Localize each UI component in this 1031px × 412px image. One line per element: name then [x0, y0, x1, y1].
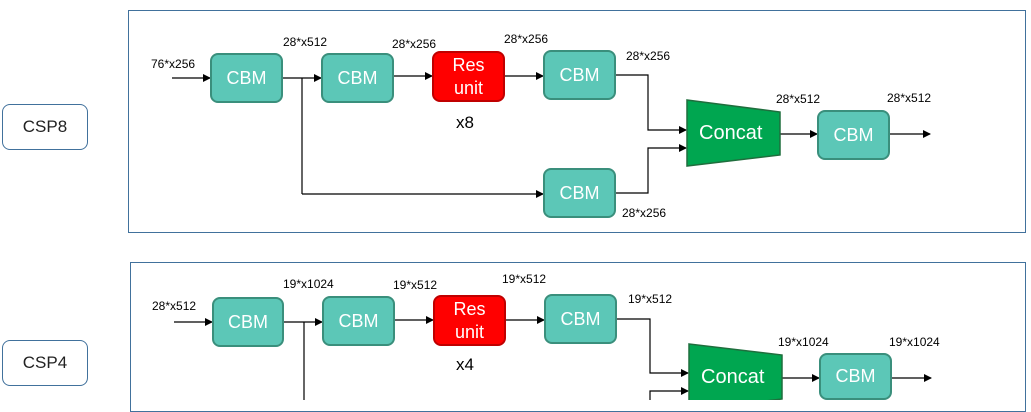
csp8-cbm-1-text: CBM: [226, 67, 267, 88]
csp4-res-unit: Res unit: [433, 295, 506, 346]
csp8-dim-input: 76*x256: [151, 57, 196, 71]
diagram-wires: [172, 72, 932, 400]
csp4-dim-after-cbm3: 19*x512: [628, 292, 673, 306]
csp4-cbm-2: CBM: [322, 296, 395, 346]
csp4-res-line2: unit: [454, 321, 485, 342]
csp8-concat-shape: [686, 99, 781, 167]
csp8-cbm-out: CBM: [817, 110, 890, 160]
csp4-cbm-3: CBM: [544, 294, 617, 344]
csp8-cbm-bottom: CBM: [543, 168, 616, 218]
csp8-dim-bottom: 28*x256: [622, 206, 667, 220]
csp8-cbm-2: CBM: [321, 53, 394, 103]
csp4-cbm-out-text: CBM: [835, 366, 876, 387]
csp4-cbm-3-text: CBM: [560, 308, 601, 329]
csp4-concat-shape: [688, 343, 783, 400]
csp4-cbm-out: CBM: [819, 353, 892, 400]
csp4-concat-label: Concat: [701, 366, 765, 388]
csp8-dim-after-res: 28*x256: [504, 32, 549, 46]
csp8-dim-concat-out: 28*x512: [776, 92, 821, 106]
csp4-dim-after-res: 19*x512: [502, 272, 547, 286]
csp8-label: CSP8: [2, 104, 88, 150]
csp8-dim-output: 28*x512: [887, 91, 932, 105]
csp4-res-line1: Res: [453, 299, 486, 319]
csp8-res-unit: Res unit: [432, 51, 505, 102]
csp8-res-line2: unit: [453, 77, 484, 98]
csp8-label-text: CSP8: [22, 117, 68, 136]
csp8-cbm-3-text: CBM: [559, 64, 600, 85]
csp8-cbm-2-text: CBM: [337, 67, 378, 88]
csp4-multiplier: x4: [456, 355, 474, 374]
csp4-cbm-2-text: CBM: [338, 310, 379, 331]
csp4-label-text: CSP4: [22, 353, 68, 372]
csp8-cbm-out-text: CBM: [833, 124, 874, 145]
csp8-cbm-1: CBM: [210, 53, 283, 103]
csp4-dim-output: 19*x1024: [889, 335, 940, 349]
csp8-cbm-3: CBM: [543, 50, 616, 100]
csp8-dim-after-cbm3: 28*x256: [626, 49, 671, 63]
csp8-dim-after-cbm2: 28*x256: [392, 37, 437, 51]
csp8-concat-label: Concat: [699, 122, 763, 144]
csp8-res-line1: Res: [452, 55, 485, 75]
csp4-cbm-1-text: CBM: [228, 311, 268, 332]
csp8-multiplier: x8: [456, 113, 474, 132]
csp4-dim-concat-out: 19*x1024: [778, 335, 829, 349]
csp8-cbm-bottom-text: CBM: [559, 182, 600, 203]
csp8-dim-after-cbm1: 28*x512: [283, 35, 328, 49]
csp4-dim-after-cbm2: 19*x512: [393, 278, 438, 292]
csp4-dim-input: 28*x512: [152, 299, 197, 313]
csp4-cbm-1: CBM: [212, 297, 284, 347]
csp4-dim-after-cbm1: 19*x1024: [283, 277, 334, 291]
csp4-label: CSP4: [2, 340, 88, 386]
